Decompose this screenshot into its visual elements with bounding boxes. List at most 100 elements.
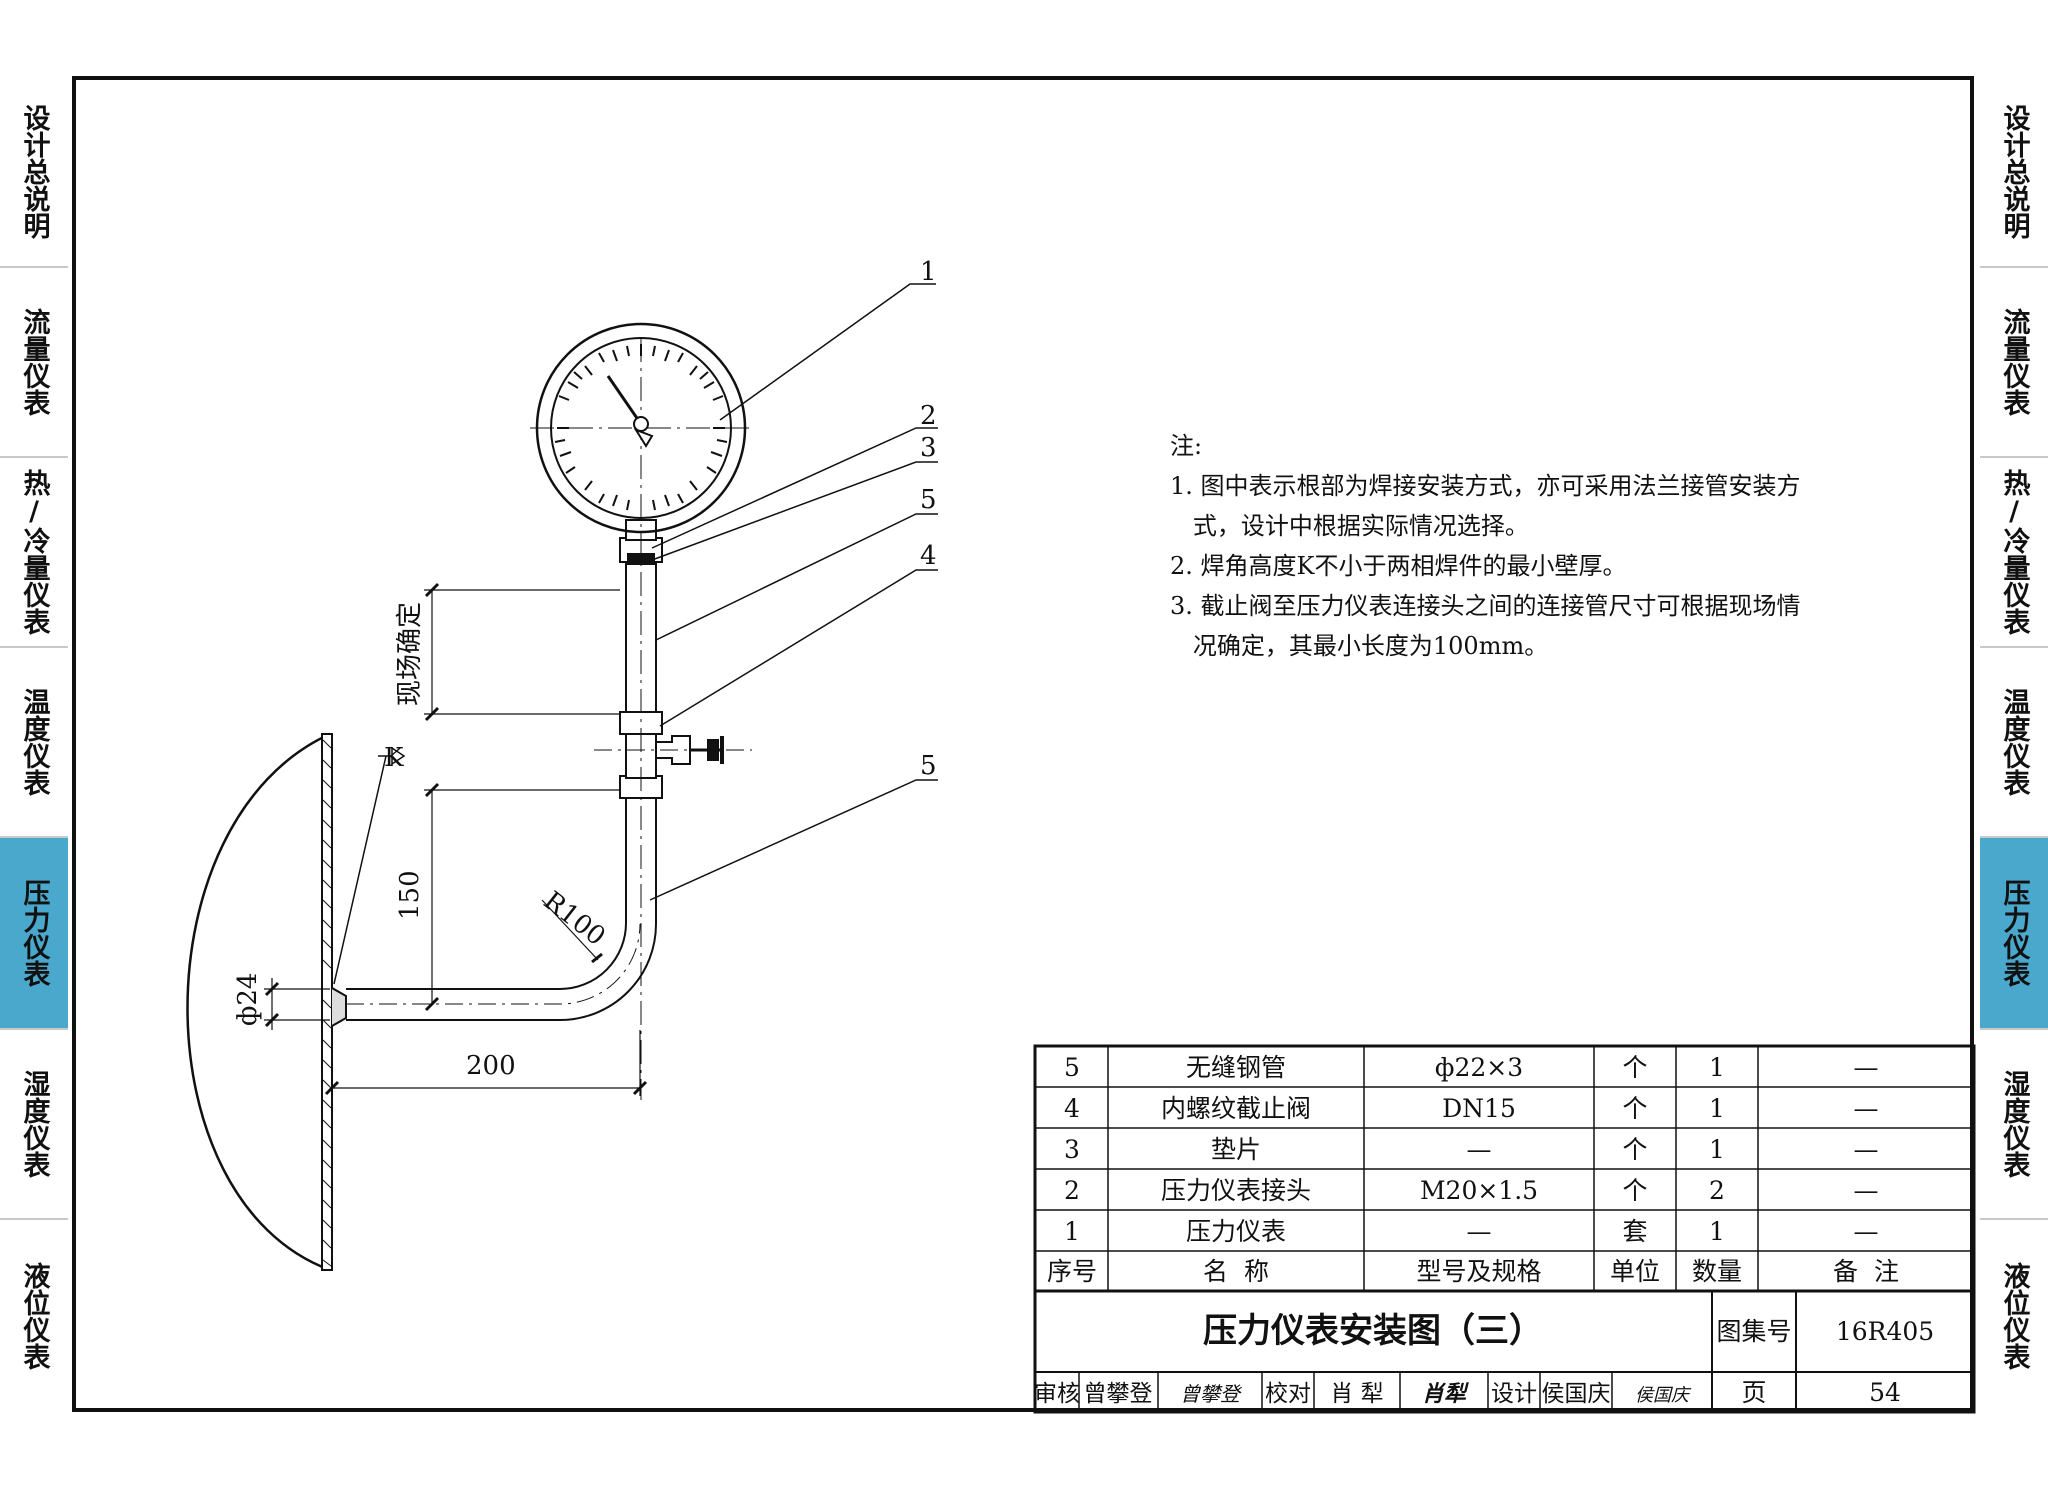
side-tab-label: 液位仪表 (18, 1262, 50, 1370)
note-line: 3. 截止阀至压力仪表连接头之间的连接管尺寸可根据现场情 (1170, 592, 1801, 620)
table-cell: — (1467, 1135, 1492, 1164)
side-tab-flow[interactable]: 流量仪表 (1980, 268, 2048, 458)
designer-signature: 侯国庆 (1635, 1385, 1692, 1406)
drawing-title: 压力仪表安装图（三） (1203, 1311, 1543, 1351)
callout-5a: 5 (920, 485, 937, 515)
side-tab-design[interactable]: 设计总说明 (1980, 76, 2048, 268)
dim-r100-label: R100 (538, 886, 611, 952)
table-cell: 内螺纹截止阀 (1161, 1094, 1311, 1123)
side-tab-heat[interactable]: 热/冷量仪表 (1980, 458, 2048, 648)
side-tab-humidity[interactable]: 湿度仪表 (1980, 1030, 2048, 1220)
callout-2: 2 (920, 401, 937, 431)
side-tab-label: 压力仪表 (18, 879, 50, 987)
table-cell: 个 (1622, 1094, 1647, 1123)
table-cell: 1 (1709, 1053, 1725, 1082)
leader-5b (649, 779, 938, 901)
table-cell: 1 (1064, 1217, 1080, 1246)
table-cell: 3 (1064, 1135, 1080, 1164)
side-tab-label: 流量仪表 (18, 308, 50, 416)
table-cell: — (1854, 1135, 1879, 1164)
dim-200-label: 200 (466, 1051, 516, 1081)
dim-150-label: 150 (395, 870, 425, 920)
side-tab-design[interactable]: 设计总说明 (0, 76, 68, 268)
page-number: 54 (1869, 1378, 1901, 1407)
side-tab-level[interactable]: 液位仪表 (1980, 1220, 2048, 1412)
side-tab-label: 液位仪表 (1998, 1262, 2030, 1370)
pipe-vertical (625, 562, 657, 712)
note-line: 式，设计中根据实际情况选择。 (1170, 512, 1529, 540)
table-cell: 个 (1622, 1135, 1647, 1164)
table-cell: — (1854, 1176, 1879, 1205)
callout-4: 4 (920, 541, 937, 571)
dim-phi24-label: ф24 (233, 973, 263, 1026)
side-tab-label: 温度仪表 (1998, 688, 2030, 796)
side-tab-pressure[interactable]: 压力仪表 (1980, 838, 2048, 1030)
weld-bead (331, 987, 347, 1027)
table-cell: DN15 (1442, 1094, 1516, 1123)
dim-200-line (332, 1030, 641, 1096)
notes: 注: 1. 图中表示根部为焊接安装方式，亦可采用法兰接管安装方 式，设计中根据实… (1170, 426, 1801, 666)
side-tab-level[interactable]: 液位仪表 (0, 1220, 68, 1412)
vessel-head (186, 732, 331, 1272)
vessel-wall (321, 733, 333, 1271)
note-line: 2. 焊角高度K不小于两相焊件的最小壁厚。 (1170, 552, 1627, 580)
table-cell: 个 (1622, 1176, 1647, 1205)
reviewer-signature: 曾攀登 (1180, 1382, 1243, 1406)
note-line: 况确定，其最小长度为100mm。 (1170, 632, 1549, 660)
dim-r100-line (541, 899, 599, 961)
note-line: 1. 图中表示根部为焊接安装方式，亦可采用法兰接管安装方 (1170, 472, 1801, 500)
side-tab-label: 温度仪表 (18, 688, 50, 796)
designer-name: 侯国庆 (1542, 1381, 1611, 1407)
table-header-qty: 数量 (1692, 1257, 1742, 1286)
side-tab-flow[interactable]: 流量仪表 (0, 268, 68, 458)
table-cell: 5 (1064, 1053, 1080, 1082)
leader-3 (651, 461, 938, 561)
reviewer-name: 曾攀登 (1084, 1381, 1153, 1407)
checker-signature: 肖犁 (1422, 1381, 1469, 1407)
design-label: 设计 (1491, 1381, 1537, 1407)
callout-5b: 5 (920, 751, 937, 781)
side-tab-label: 湿度仪表 (18, 1070, 50, 1178)
weld-symbol-label: K (384, 743, 404, 773)
notes-heading: 注: (1170, 432, 1203, 460)
table-cell: 1 (1709, 1217, 1725, 1246)
side-tab-temperature[interactable]: 温度仪表 (1980, 648, 2048, 838)
side-tab-label: 热/冷量仪表 (18, 469, 50, 635)
side-tab-heat[interactable]: 热/冷量仪表 (0, 458, 68, 648)
leader-4 (659, 569, 938, 727)
table-cell: 压力仪表接头 (1161, 1176, 1311, 1205)
leader-5a (655, 513, 938, 641)
atlas-label: 图集号 (1716, 1317, 1791, 1346)
pipe-horizontal (346, 790, 627, 990)
table-cell: 压力仪表 (1186, 1217, 1286, 1246)
callout-1: 1 (920, 257, 937, 287)
table-header-unit: 单位 (1610, 1257, 1660, 1286)
table-cell: 套 (1622, 1217, 1647, 1246)
table-cell: — (1854, 1094, 1879, 1123)
table-cell: — (1854, 1217, 1879, 1246)
side-tab-pressure[interactable]: 压力仪表 (0, 838, 68, 1030)
weld-leader (333, 755, 404, 985)
table-cell: 无缝钢管 (1186, 1053, 1286, 1082)
review-label: 审核 (1034, 1381, 1080, 1407)
side-tab-label: 流量仪表 (1998, 308, 2030, 416)
dim-150-line (424, 789, 620, 1004)
leader-1 (719, 283, 936, 421)
atlas-number: 16R405 (1836, 1317, 1934, 1346)
dim-site-line (424, 589, 620, 715)
table-cell: 垫片 (1211, 1135, 1261, 1164)
table-cell: 1 (1709, 1135, 1725, 1164)
page-label: 页 (1741, 1378, 1766, 1407)
table-header-no: 序号 (1047, 1257, 1097, 1286)
side-tab-humidity[interactable]: 湿度仪表 (0, 1030, 68, 1220)
table-cell: — (1854, 1053, 1879, 1082)
table-cell: ф22×3 (1435, 1053, 1523, 1082)
side-tab-label: 湿度仪表 (1998, 1070, 2030, 1178)
table-cell: 个 (1622, 1053, 1647, 1082)
leader-2 (651, 427, 938, 549)
side-tab-label: 设计总说明 (1998, 103, 2030, 239)
side-tab-temperature[interactable]: 温度仪表 (0, 648, 68, 838)
check-label: 校对 (1265, 1381, 1311, 1407)
table-header-spec: 型号及规格 (1416, 1257, 1541, 1286)
